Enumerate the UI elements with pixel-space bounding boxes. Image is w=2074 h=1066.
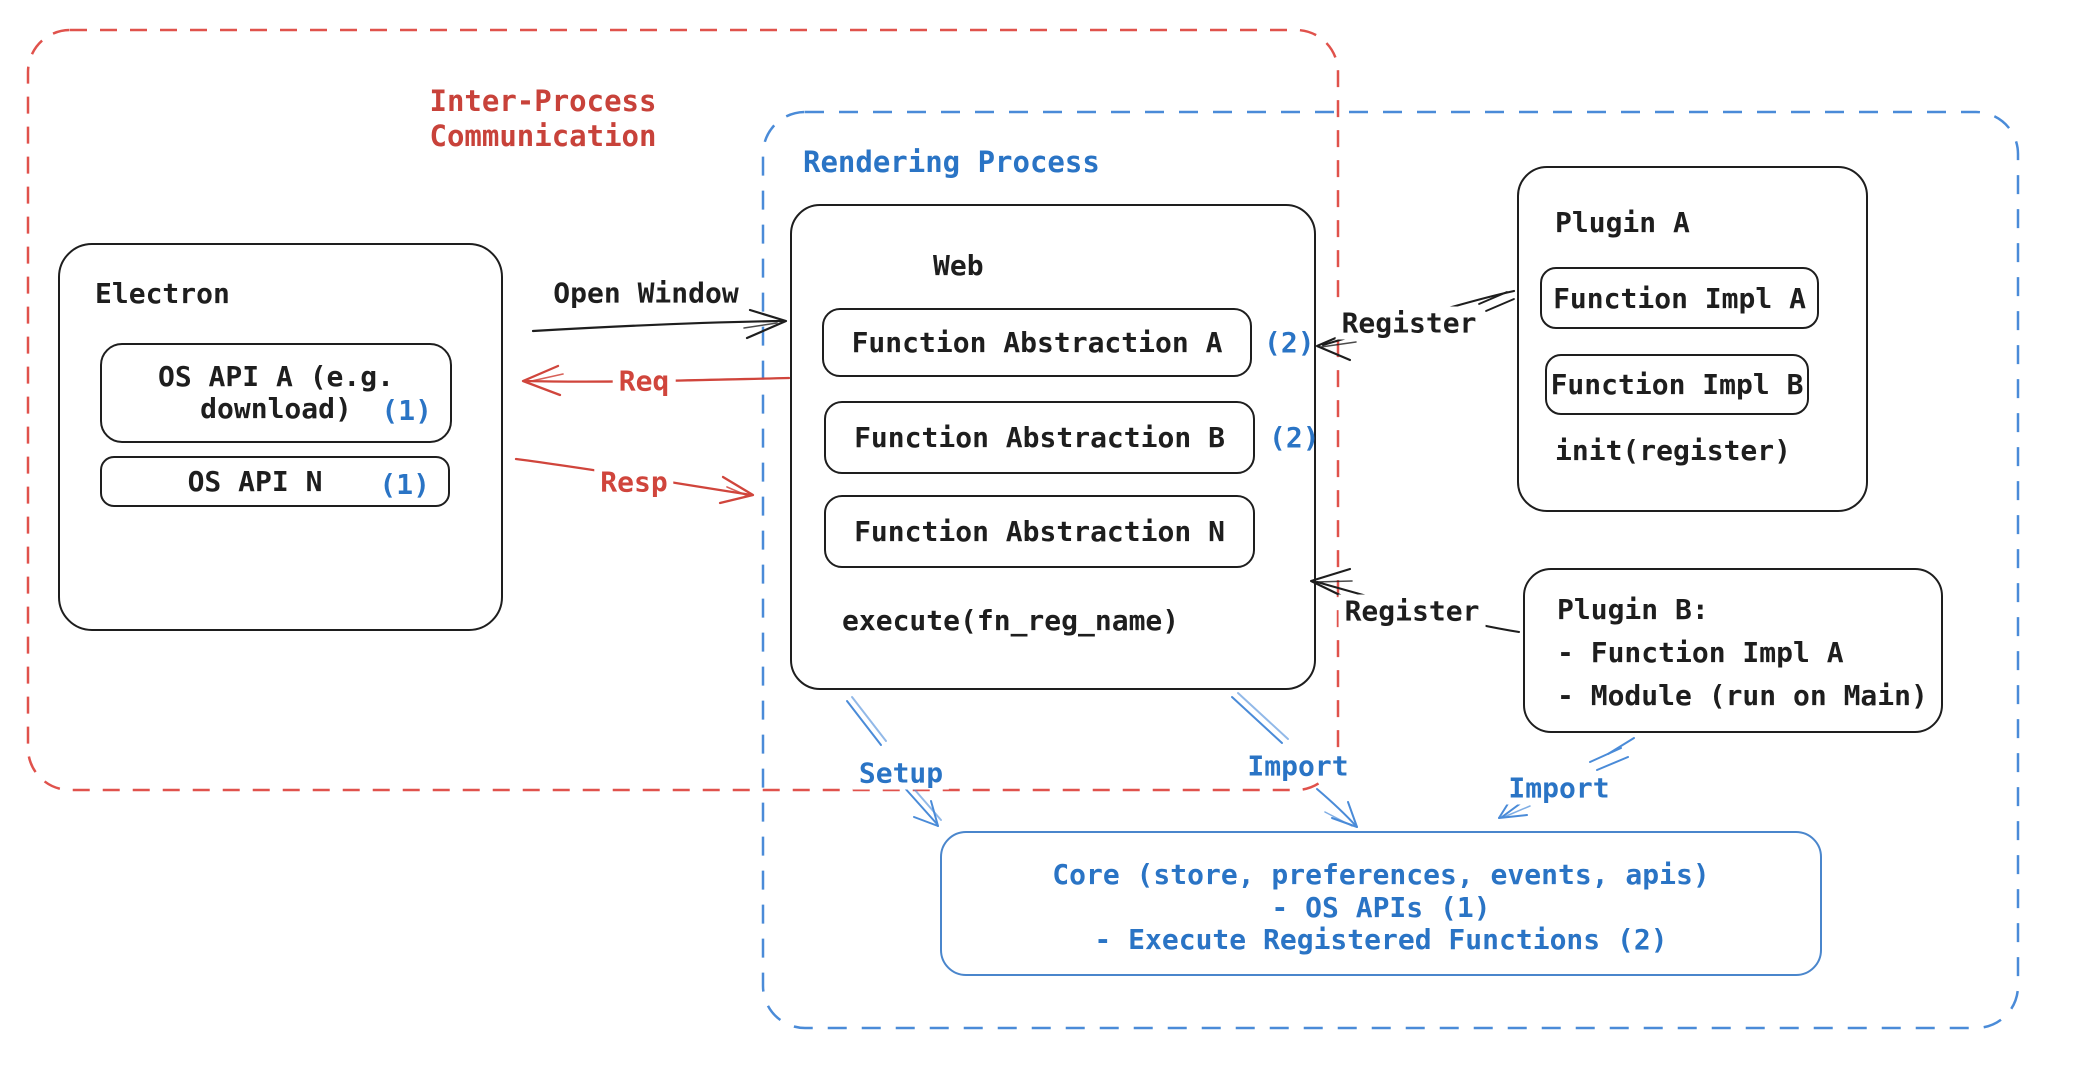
function-impl-b-box: Function Impl B bbox=[1545, 354, 1809, 415]
plugin-b-box: Plugin B: - Function Impl A - Module (ru… bbox=[1523, 568, 1943, 733]
core-line2: - OS APIs (1) bbox=[1271, 890, 1491, 924]
os-api-a-box: OS API A (e.g. download) (1) bbox=[100, 343, 452, 443]
function-abstraction-a-label: Function Abstraction A bbox=[851, 326, 1223, 359]
function-abstraction-b-badge: (2) bbox=[1269, 421, 1320, 454]
plugin-b-text: Plugin B: - Function Impl A - Module (ru… bbox=[1557, 588, 1928, 717]
plugin-a-footer-code: init(register) bbox=[1555, 434, 1792, 467]
ipc-region-label: Inter-Process Communication bbox=[418, 84, 668, 154]
os-api-a-line2: download) bbox=[200, 392, 352, 425]
electron-title: Electron bbox=[95, 277, 230, 310]
rendering-region-label: Rendering Process bbox=[803, 145, 1100, 179]
req-label: Req bbox=[612, 364, 676, 398]
plugin-a-box: Plugin A Function Impl A Function Impl B… bbox=[1517, 166, 1868, 512]
plugin-a-title: Plugin A bbox=[1555, 206, 1690, 239]
plugin-b-line1: - Function Impl A bbox=[1557, 636, 1844, 669]
core-box: Core (store, preferences, events, apis) … bbox=[940, 831, 1822, 976]
function-abstraction-n-box: Function Abstraction N bbox=[824, 495, 1255, 568]
ipc-label-line1: Inter-Process bbox=[429, 84, 657, 118]
web-box: Web Function Abstraction A (2) Function … bbox=[790, 204, 1320, 690]
function-abstraction-b-box: Function Abstraction B (2) bbox=[824, 401, 1320, 474]
function-abstraction-a-badge: (2) bbox=[1264, 326, 1315, 359]
register-b-label: Register bbox=[1338, 594, 1486, 628]
function-impl-a-label: Function Impl A bbox=[1553, 281, 1806, 315]
import-web-label: Import bbox=[1241, 749, 1355, 783]
open-window-label: Open Window bbox=[547, 276, 745, 310]
ipc-region-border bbox=[26, 28, 1340, 792]
resp-label: Resp bbox=[594, 465, 674, 499]
function-impl-a-box: Function Impl A bbox=[1540, 267, 1819, 329]
os-api-n-badge: (1) bbox=[379, 468, 430, 501]
function-abstraction-n-label: Function Abstraction N bbox=[854, 515, 1225, 548]
register-a-label: Register bbox=[1335, 306, 1483, 340]
core-line1: Core (store, preferences, events, apis) bbox=[1052, 858, 1710, 891]
setup-label: Setup bbox=[852, 756, 950, 790]
os-api-n-box: OS API N (1) bbox=[100, 456, 450, 507]
web-title: Web bbox=[933, 249, 984, 282]
plugin-b-line2: - Module (run on Main) bbox=[1557, 679, 1928, 712]
ipc-label-line2: Communication bbox=[429, 119, 657, 153]
function-abstraction-a-box: Function Abstraction A (2) bbox=[822, 308, 1315, 377]
function-abstraction-b-label: Function Abstraction B bbox=[854, 421, 1225, 454]
rendering-region-border bbox=[761, 110, 2020, 1030]
import-plugin-label: Import bbox=[1502, 771, 1616, 805]
os-api-a-badge: (1) bbox=[381, 394, 432, 427]
os-api-a-line1: OS API A (e.g. bbox=[157, 360, 394, 393]
function-impl-b-label: Function Impl B bbox=[1550, 368, 1804, 401]
web-footer-code: execute(fn_reg_name) bbox=[842, 604, 1180, 637]
os-api-n-label: OS API N bbox=[187, 465, 323, 498]
core-line3: - Execute Registered Functions (2) bbox=[1094, 923, 1668, 956]
plugin-b-title: Plugin B: bbox=[1557, 593, 1709, 626]
electron-box: Electron OS API A (e.g. download) (1) OS… bbox=[58, 243, 503, 631]
